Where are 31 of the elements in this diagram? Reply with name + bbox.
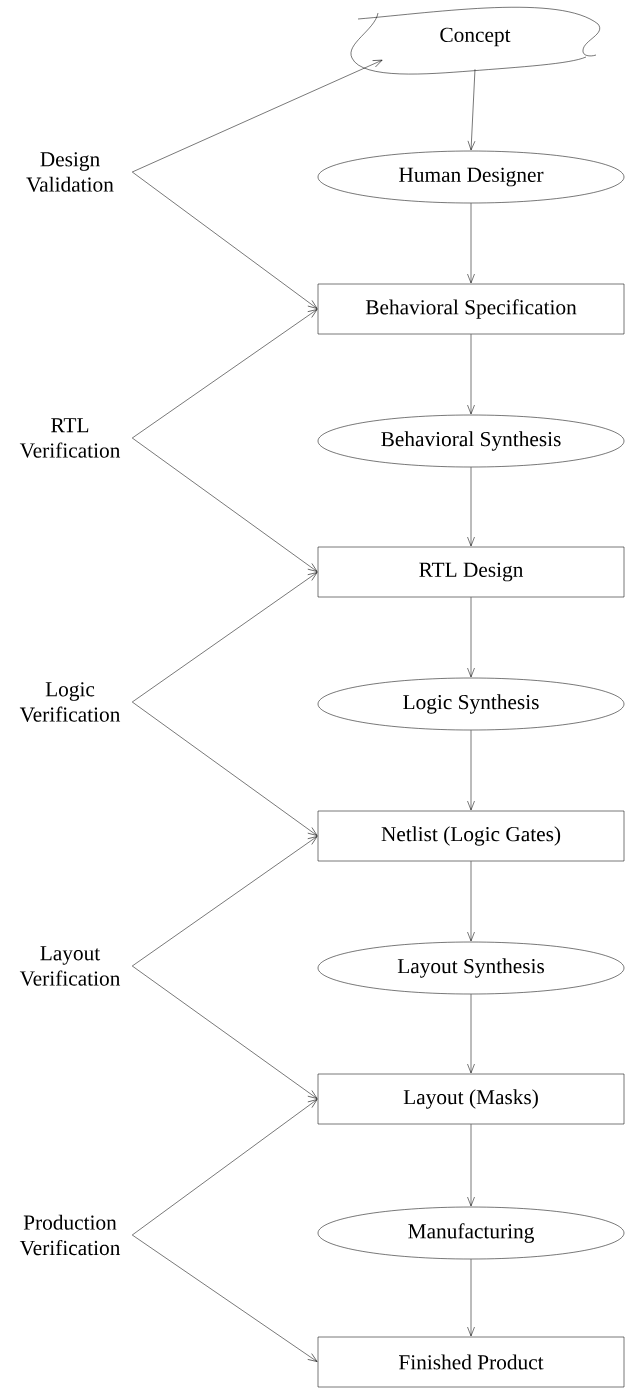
arrow — [467, 69, 476, 151]
arrow — [467, 467, 475, 547]
arrow — [467, 597, 475, 678]
arrow — [132, 309, 318, 439]
arrow — [132, 437, 318, 572]
arrow — [132, 171, 318, 309]
stage-box: Finished Product — [317, 1336, 625, 1388]
arrow — [132, 1099, 318, 1236]
verification-label: Production Verification — [19, 1214, 121, 1256]
stage-box: Layout (Masks) — [317, 1073, 625, 1125]
verification-label: RTL Verification — [19, 418, 121, 458]
stage-box: Behavioral Specification — [317, 283, 625, 335]
arrow — [467, 1124, 475, 1207]
arrow — [132, 59, 383, 173]
stage-box: RTL Design — [317, 546, 625, 598]
verification-label: Layout Verification — [19, 946, 121, 986]
arrow — [467, 994, 475, 1074]
arrow — [467, 861, 475, 942]
arrow — [467, 1259, 475, 1337]
verification-label: Design Validation — [26, 152, 114, 192]
arrow — [132, 965, 318, 1099]
arrow — [132, 572, 318, 703]
arrow — [467, 203, 475, 284]
concept-cloud: Concept — [350, 6, 600, 75]
arrow — [132, 701, 318, 836]
arrow — [132, 836, 318, 967]
verification-label: Logic Verification — [19, 682, 121, 722]
stage-box: Netlist (Logic Gates) — [317, 810, 625, 862]
arrow — [132, 1234, 318, 1362]
arrow — [467, 334, 475, 415]
arrow — [467, 730, 475, 811]
